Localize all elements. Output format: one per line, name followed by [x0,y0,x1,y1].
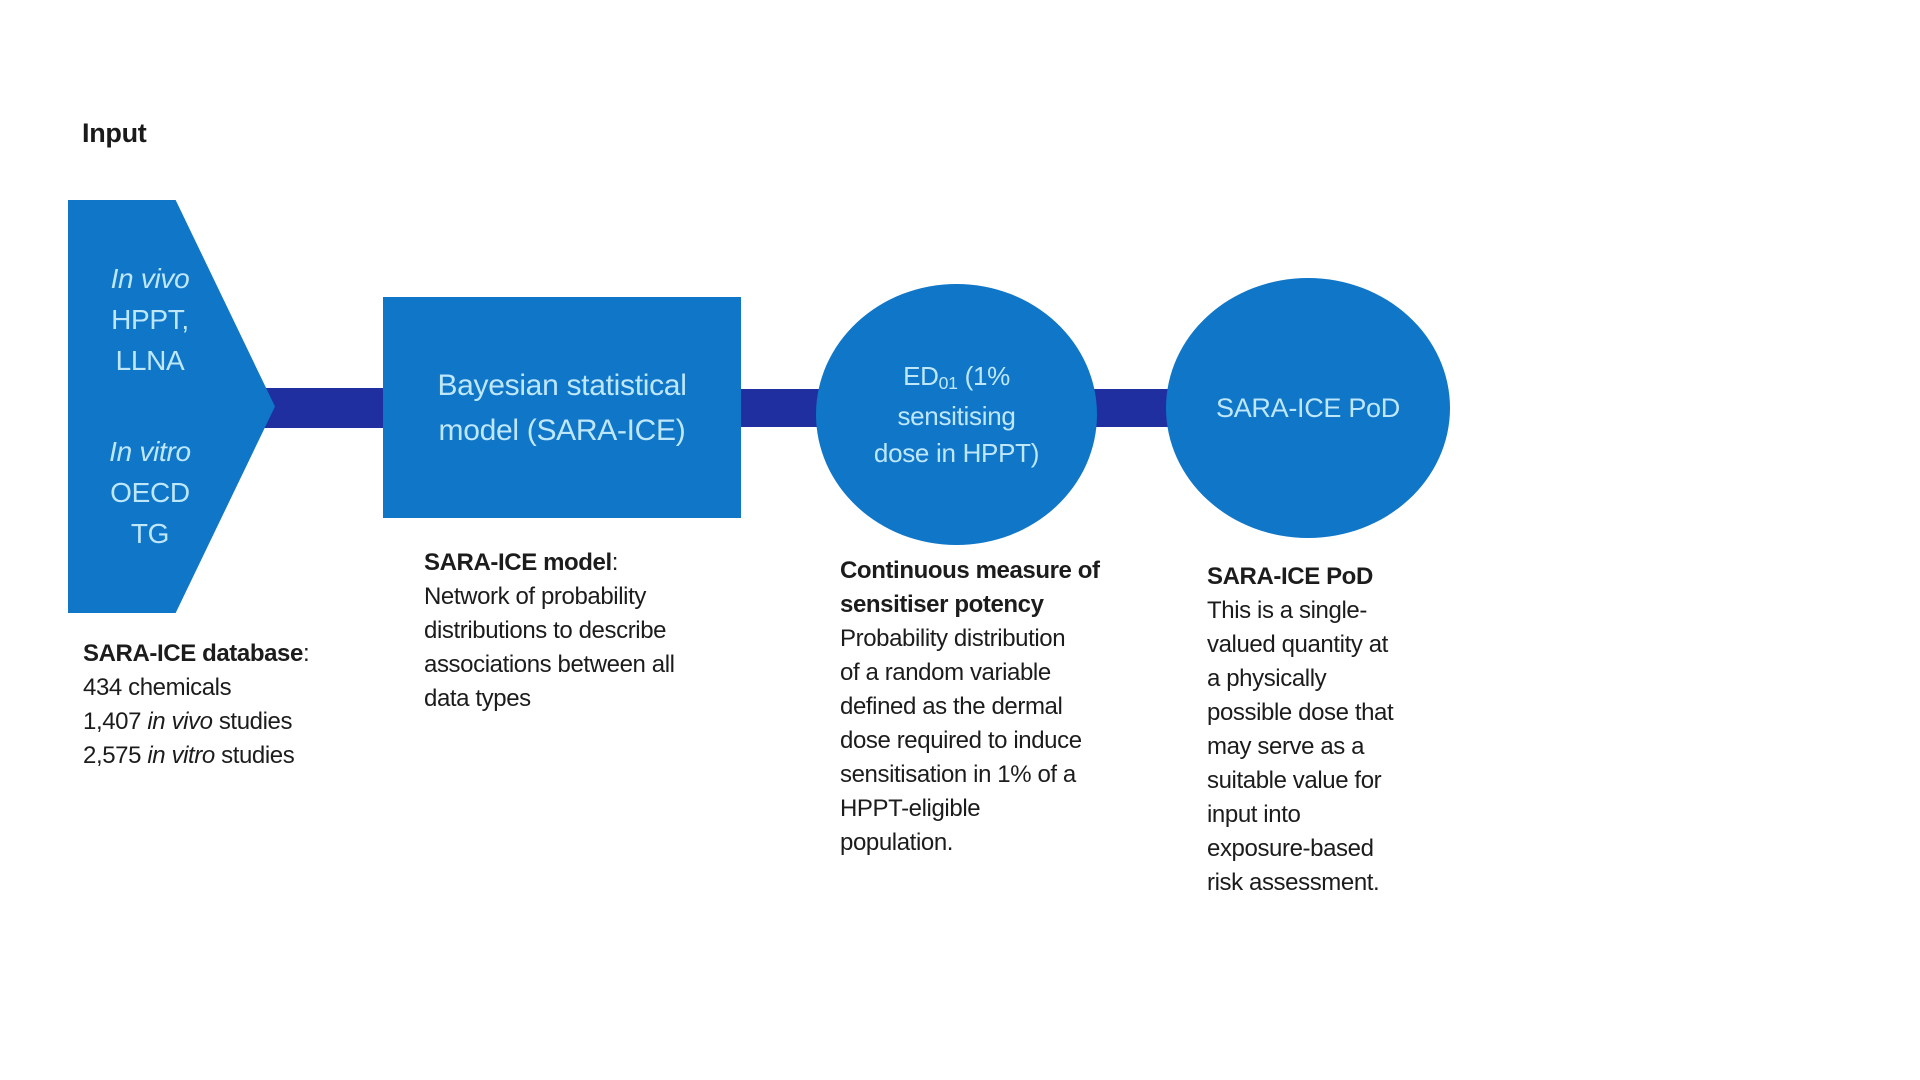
bayesian-model-box: Bayesian statistical model (SARA-ICE) [383,297,741,518]
ed01-prefix: ED [903,360,939,391]
database-stat-invitro: 2,575 in vitro studies [83,742,295,769]
connector-ed01-circle-to-pod-circle [1085,389,1175,427]
bayesian-model-box-label: Bayesian statistical model (SARA-ICE) [437,368,687,447]
ed01-line1: ED01 (1% [874,358,1039,398]
ed01-circle-text: ED01 (1% sensitising dose in HPPT) [874,358,1039,472]
measure-heading: Continuous measure of sensitiser potency [840,557,1100,618]
oecd-label: OECD [110,477,190,508]
ed01-line3: dose in HPPT) [873,437,1040,468]
pentagon-in-vivo-text: In vivo HPPT, LLNA [70,258,230,381]
pentagon-in-vitro-text: In vitro OECD TG [70,431,230,554]
pod-circle-label: SARA-ICE PoD [1216,392,1400,423]
measure-body-text: Probability distribution of a random var… [840,625,1082,856]
model-body-text: Network of probability distributions to … [424,583,675,712]
pod-description: SARA-ICE PoD This is a single- valued qu… [1207,560,1457,900]
pod-body-text: This is a single- valued quantity at a p… [1207,597,1394,896]
database-heading-colon: : [302,640,310,667]
database-description: SARA-ICE database: 434 chemicals 1,407 i… [83,637,403,773]
in-vivo-label: In vivo [110,263,190,294]
measure-description: Continuous measure of sensitiser potency… [840,554,1170,860]
database-stat-chemicals: 434 chemicals [83,674,232,701]
database-heading-row: SARA-ICE database: [83,637,403,671]
database-heading: SARA-ICE database [83,640,303,667]
connector-model-box-to-ed01-circle [735,389,830,427]
llna-label: LLNA [115,345,185,376]
pod-heading: SARA-ICE PoD [1207,563,1373,590]
model-description: SARA-ICE model: Network of probability d… [424,546,754,716]
ed01-circle: ED01 (1% sensitising dose in HPPT) [816,284,1097,545]
database-stat-invivo: 1,407 in vivo studies [83,708,293,735]
tg-label: TG [130,518,170,549]
hppt-label: HPPT, [111,304,189,335]
ed01-subscript: 01 [938,373,958,394]
model-heading: SARA-ICE model [424,549,612,576]
in-vitro-label: In vitro [109,436,191,467]
model-heading-colon: : [611,549,619,576]
pod-circle: SARA-ICE PoD [1166,278,1450,538]
ed01-line2: sensitising [897,400,1016,431]
model-heading-row: SARA-ICE model: [424,546,754,580]
input-label: Input [82,118,147,148]
ed01-line1-rest: (1% [957,360,1011,391]
